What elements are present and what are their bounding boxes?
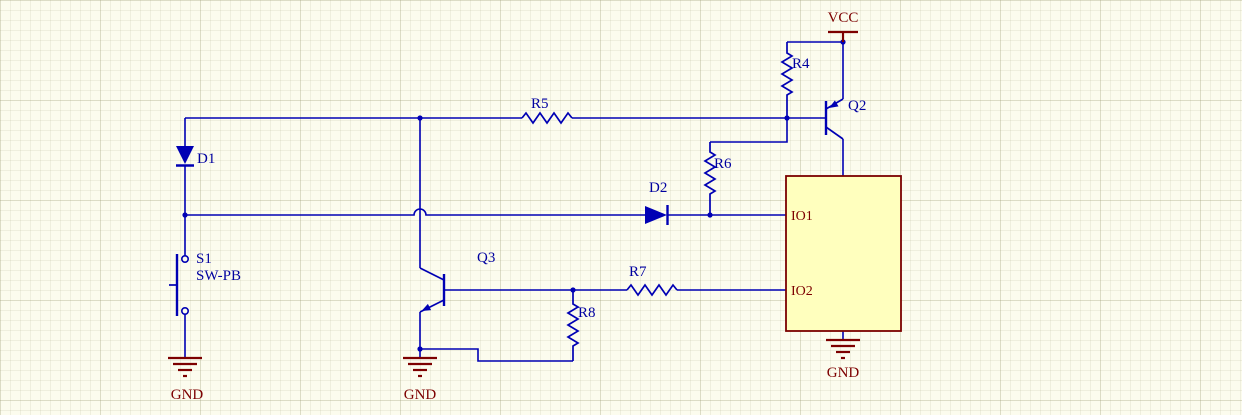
designator-r4: R4 bbox=[792, 56, 810, 72]
junction-dot bbox=[417, 115, 423, 121]
junction-dots bbox=[182, 39, 846, 352]
diode-d2[interactable]: D2 bbox=[645, 180, 669, 225]
gnd-label: GND bbox=[404, 387, 437, 403]
wire-io1-net-left bbox=[185, 208, 645, 216]
resistor-zigzag-icon bbox=[626, 283, 678, 297]
gnd-label: GND bbox=[171, 387, 204, 403]
designator-d1: D1 bbox=[197, 151, 215, 167]
diode-d1[interactable]: D1 bbox=[176, 146, 215, 167]
resistor-zigzag-icon bbox=[780, 42, 794, 118]
designator-r7: R7 bbox=[629, 264, 647, 280]
designator-d2: D2 bbox=[649, 180, 667, 196]
resistor-r7[interactable]: R7 bbox=[626, 264, 678, 297]
transistor-q3[interactable]: Q3 bbox=[419, 250, 495, 313]
ic-body bbox=[785, 175, 902, 332]
power-port-vcc[interactable]: VCC bbox=[828, 10, 859, 42]
switch-terminal-icon bbox=[181, 255, 190, 264]
designator-r5: R5 bbox=[531, 96, 549, 112]
junction-dot bbox=[182, 212, 188, 218]
designator-q2: Q2 bbox=[848, 98, 866, 114]
designator-q3: Q3 bbox=[477, 250, 495, 266]
ic-block-u1[interactable]: IO1 IO2 bbox=[785, 175, 902, 332]
wires[interactable] bbox=[184, 41, 844, 362]
wire-r6-step bbox=[710, 118, 788, 143]
switch-terminal-icon bbox=[181, 306, 190, 315]
resistor-r4[interactable]: R4 bbox=[780, 42, 810, 118]
power-port-gnd-left[interactable]: GND bbox=[168, 356, 204, 403]
junction-dot bbox=[417, 346, 423, 352]
transistor-arrow-icon bbox=[829, 100, 839, 108]
switch-s1[interactable]: S1 SW-PB bbox=[169, 251, 241, 316]
transistor-collector-icon bbox=[825, 126, 844, 140]
resistor-zigzag-icon bbox=[521, 111, 573, 125]
transistor-collector-icon bbox=[419, 267, 445, 281]
transistor-arrow-icon bbox=[421, 303, 432, 311]
transistor-q2[interactable]: Q2 bbox=[824, 98, 866, 140]
value-s1: SW-PB bbox=[196, 268, 241, 284]
power-port-gnd-middle[interactable]: GND bbox=[403, 356, 437, 403]
ic-pin-io2: IO2 bbox=[791, 284, 813, 299]
wire-r8-return bbox=[420, 348, 573, 362]
power-port-gnd-right[interactable]: GND bbox=[826, 338, 860, 381]
designator-r8: R8 bbox=[578, 305, 596, 321]
diode-triangle-icon bbox=[645, 206, 667, 224]
resistor-zigzag-icon bbox=[566, 290, 580, 361]
resistor-r5[interactable]: R5 bbox=[521, 96, 573, 125]
designator-s1: S1 bbox=[196, 251, 212, 267]
resistor-r8[interactable]: R8 bbox=[566, 290, 596, 361]
ic-pin-io1: IO1 bbox=[791, 209, 813, 224]
resistor-r6[interactable]: R6 bbox=[703, 142, 732, 215]
vcc-label: VCC bbox=[828, 10, 859, 26]
designator-r6: R6 bbox=[714, 156, 732, 172]
resistor-zigzag-icon bbox=[703, 142, 717, 215]
diode-triangle-icon bbox=[176, 146, 194, 164]
gnd-label: GND bbox=[827, 365, 860, 381]
